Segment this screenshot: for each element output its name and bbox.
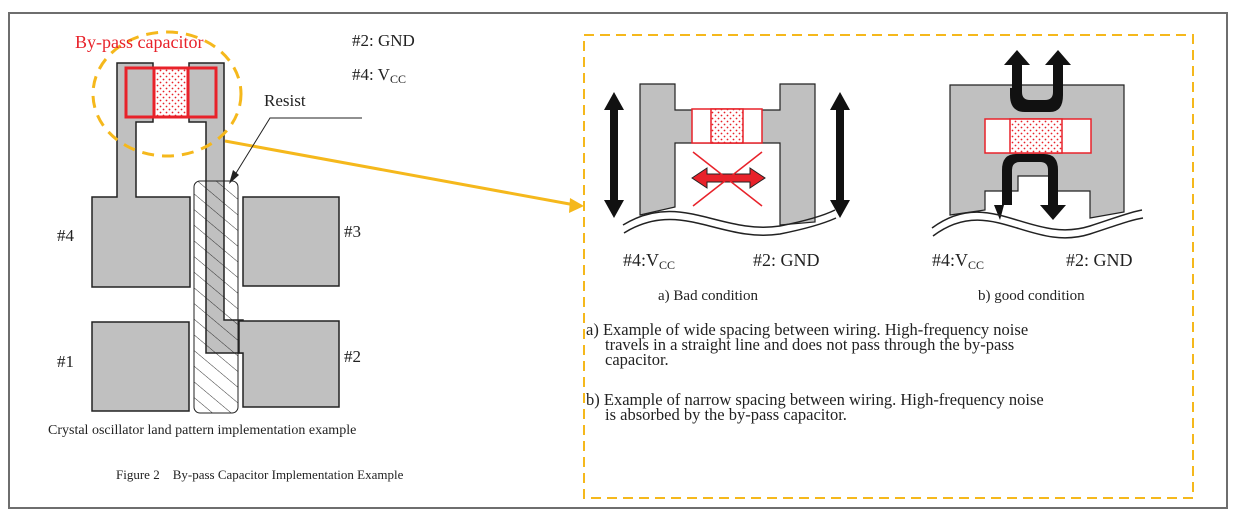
- note-a: a) Example of wide spacing between wirin…: [586, 320, 1186, 369]
- good-gnd-label: #2: GND: [1066, 250, 1133, 270]
- good-vcc-sub: CC: [968, 258, 985, 272]
- bad-condition-title: a) Bad condition: [658, 288, 758, 304]
- resist-pointer-arrowhead: [229, 170, 239, 184]
- resist-label: Resist: [264, 91, 306, 110]
- resist-region: [193, 180, 239, 414]
- land-pattern-caption: Crystal oscillator land pattern implemen…: [48, 423, 357, 438]
- note-b: b) Example of narrow spacing between wir…: [586, 390, 1186, 424]
- pin-1-label: #1: [57, 352, 74, 371]
- bad-condition-diagram: [604, 83, 850, 236]
- note-b-line-1: b) Example of narrow spacing between wir…: [586, 390, 1044, 409]
- good-condition-title: b) good condition: [978, 288, 1085, 304]
- resist-pointer: [232, 117, 362, 179]
- pad-1: [91, 321, 190, 412]
- noise-arrow-left: [604, 92, 624, 218]
- zoom-connector-line: [224, 139, 576, 207]
- noise-arrow-right: [830, 92, 850, 218]
- bypass-capacitor-label: By-pass capacitor: [75, 32, 204, 52]
- bad-vcc-label: #4:VCC: [623, 250, 675, 273]
- note-b-line-2: is absorbed by the by-pass capacitor.: [605, 405, 847, 424]
- good-vcc-label: #4:VCC: [932, 250, 984, 273]
- good-vcc-prefix: #4:V: [932, 250, 968, 270]
- pin-4-label: #4: [57, 226, 74, 245]
- noise-arrow-top: [1004, 50, 1071, 112]
- zoom-connector-arrowhead: [569, 198, 584, 213]
- pad-3: [242, 196, 340, 287]
- noise-arrow-bottom: [994, 154, 1066, 220]
- note-a-line-2: travels in a straight line and does not …: [605, 335, 1015, 354]
- note-a-line-3: capacitor.: [605, 350, 669, 369]
- note-a-line-1: a) Example of wide spacing between wirin…: [586, 320, 1029, 339]
- legend-vcc: #4: VCC: [352, 65, 406, 87]
- bad-vcc-sub: CC: [659, 258, 676, 272]
- pad-2: [238, 320, 340, 408]
- legend-gnd: #2: GND: [352, 31, 415, 50]
- pin-3-label: #3: [344, 222, 361, 241]
- legend-vcc-sub: CC: [389, 72, 406, 86]
- highlight-ellipse: [91, 30, 243, 158]
- figure-frame: [8, 12, 1228, 509]
- pin-2-label: #2: [344, 347, 361, 366]
- good-condition-diagram: [931, 50, 1144, 239]
- bad-gnd-label: #2: GND: [753, 250, 820, 270]
- legend-vcc-prefix: #4: V: [352, 65, 390, 84]
- detail-box: [583, 34, 1194, 499]
- bypass-capacitor: [124, 66, 218, 119]
- bad-vcc-prefix: #4:V: [623, 250, 659, 270]
- figure-caption: Figure 2 By-pass Capacitor Implementatio…: [116, 467, 404, 482]
